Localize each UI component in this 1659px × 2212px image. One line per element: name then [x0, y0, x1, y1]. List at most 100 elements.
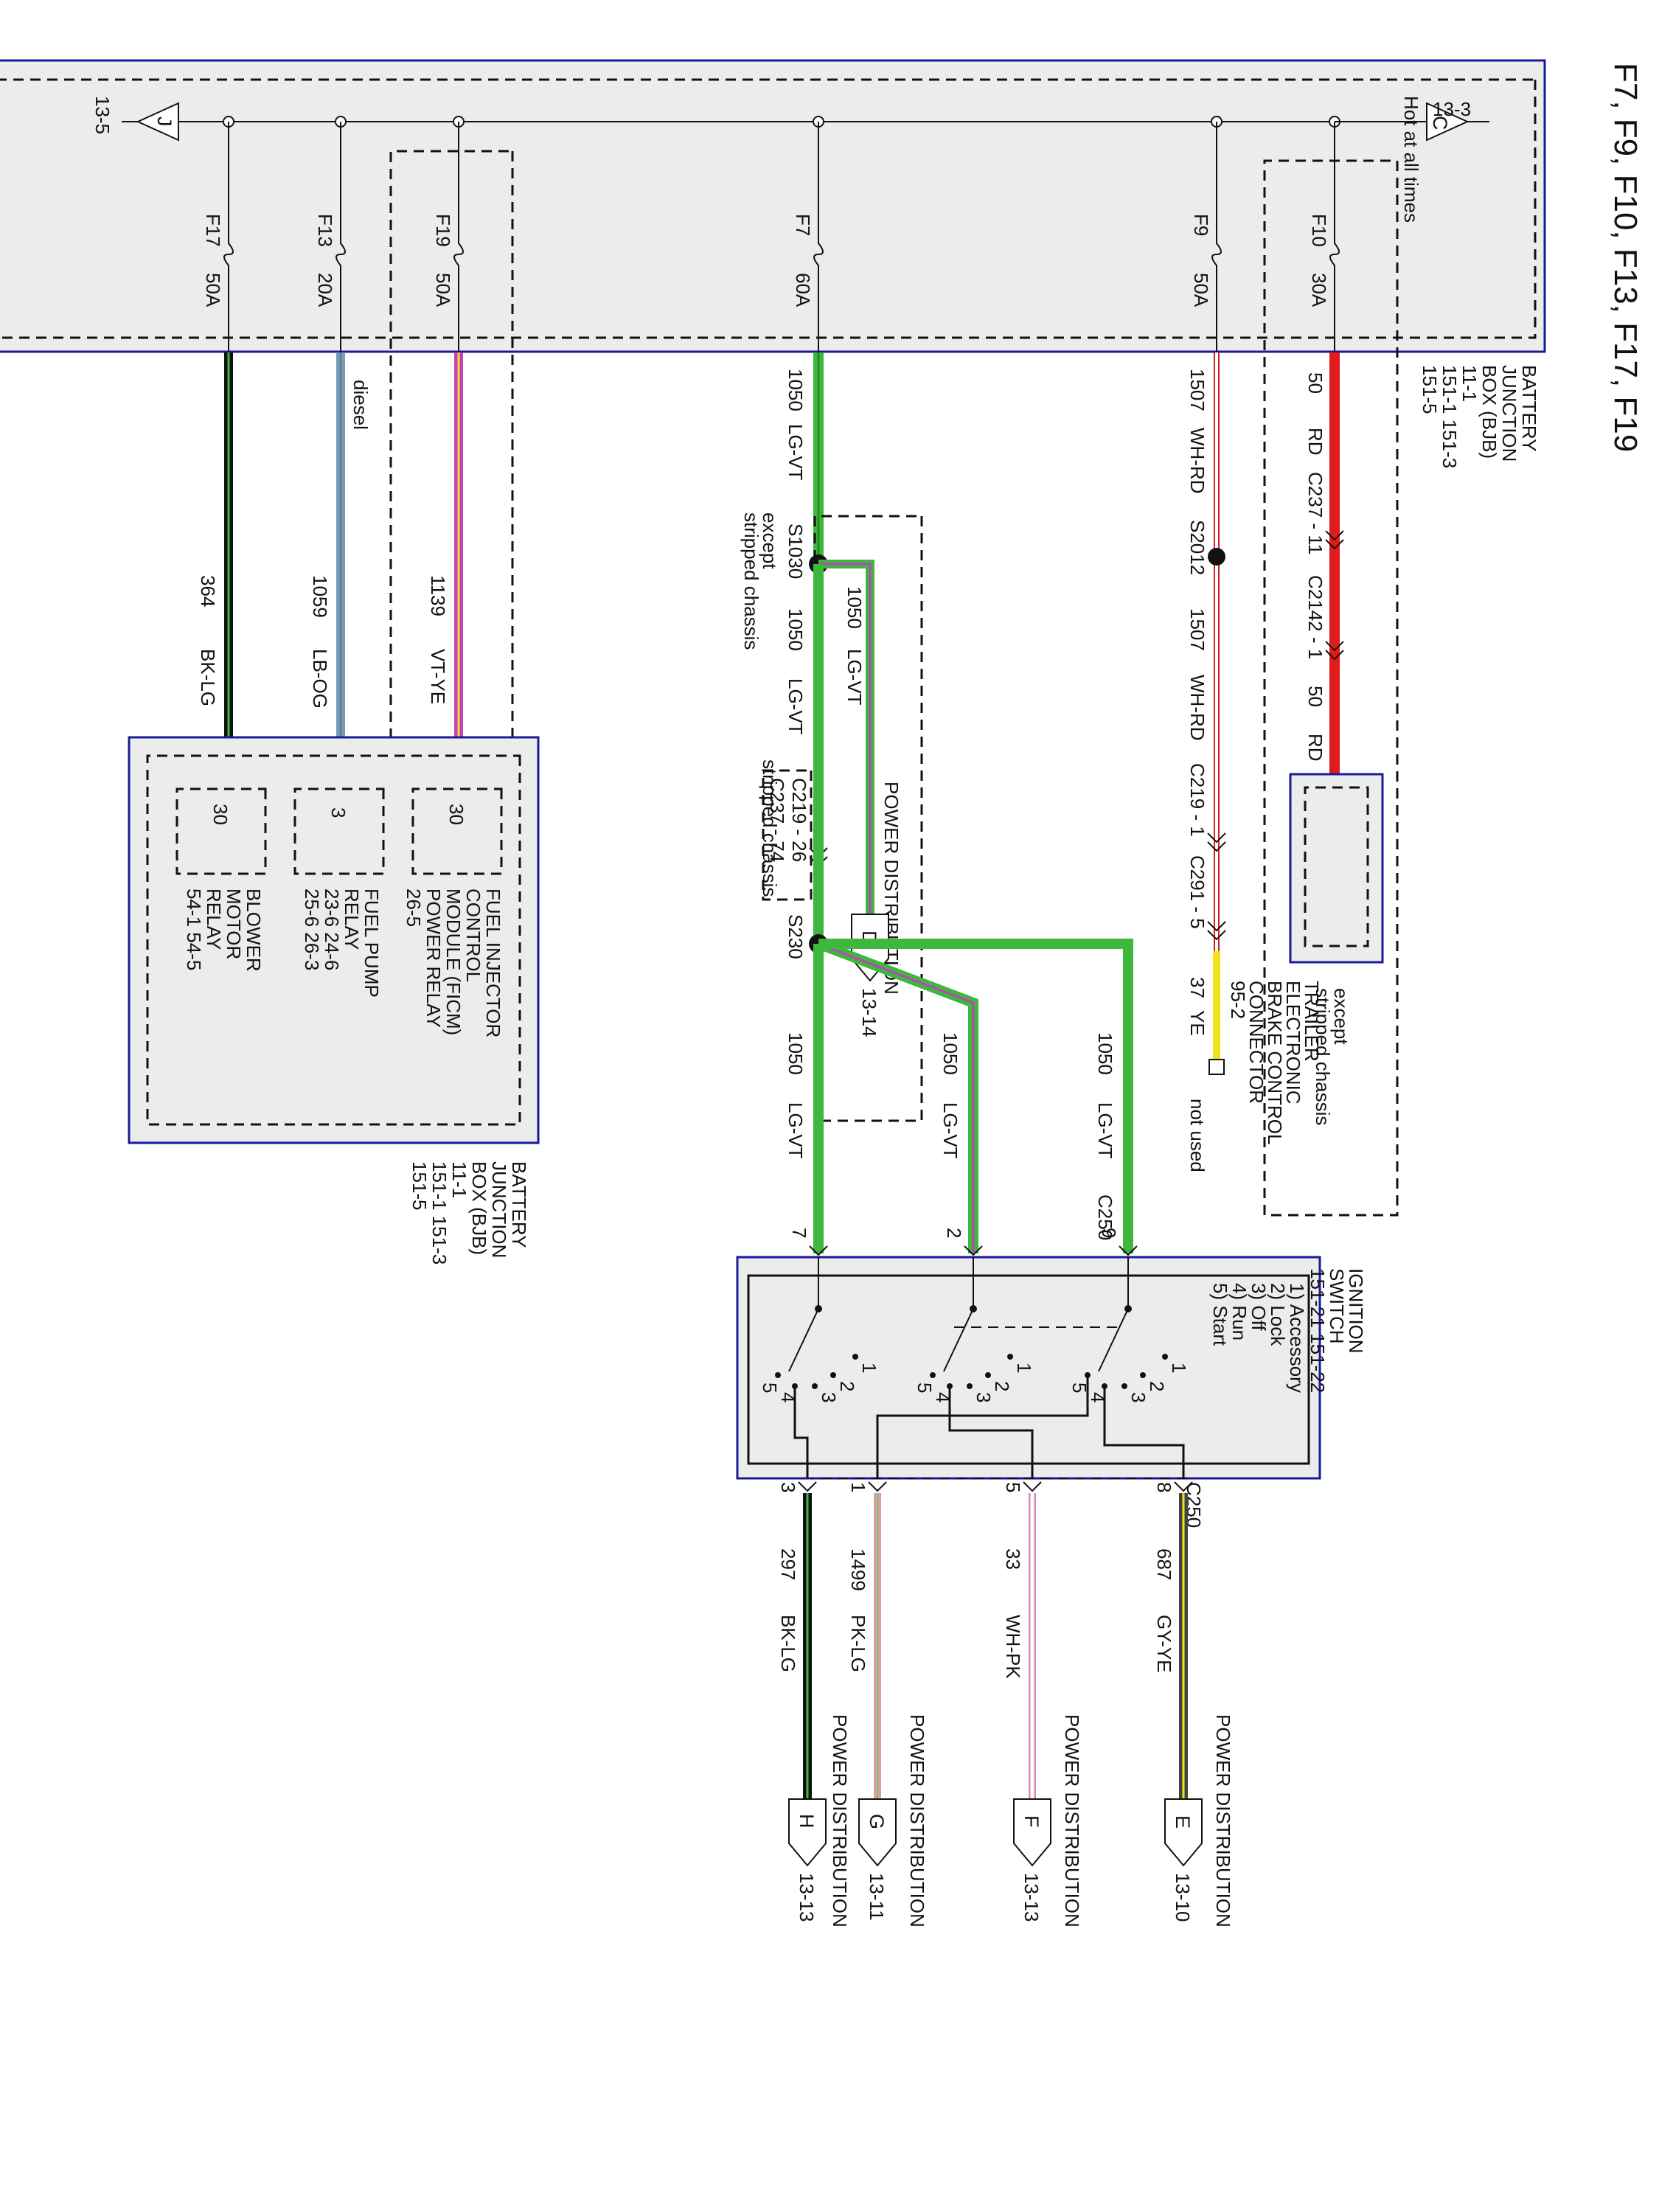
svg-text:BRAKE CONTROL: BRAKE CONTROL [1264, 981, 1286, 1145]
svg-text:13-13: 13-13 [1020, 1873, 1043, 1922]
wire-f7-branch-d-stripe [818, 563, 872, 914]
wire-f7-leg-2-stripe [818, 942, 975, 1253]
svg-text:23-6 24-6: 23-6 24-6 [321, 888, 343, 970]
f7-leg9-color: LG-VT [1094, 1102, 1116, 1159]
relay-blower-motor: 30 BLOWER MOTOR RELAY 54-1 54-5 [175, 787, 267, 972]
stripped-chassis-box [762, 769, 813, 901]
svg-text:13-11: 13-11 [866, 1873, 888, 1921]
svg-text:26-5: 26-5 [403, 888, 425, 927]
f9-conn2: C291 - 5 [1186, 855, 1208, 929]
switch-deck-7: 1 2 3 4 5 [759, 1257, 880, 1402]
f7-except-label: except stripped chassis [740, 512, 781, 650]
bjb-top-inner-dashed [0, 78, 1537, 339]
svg-text:BOX (BJB): BOX (BJB) [468, 1161, 490, 1255]
svg-text:4) Run: 4) Run [1228, 1283, 1251, 1340]
f7-color: LG-VT [785, 424, 807, 481]
svg-text:5: 5 [1002, 1482, 1024, 1492]
svg-text:H: H [796, 1814, 818, 1829]
svg-text:687: 687 [1153, 1548, 1175, 1580]
f7-circuit: 1050 [785, 369, 807, 411]
fuse-f10-amps: 30A [1308, 273, 1330, 307]
f9-color2: WH-RD [1186, 675, 1208, 741]
svg-text:FUEL PUMP: FUEL PUMP [361, 888, 383, 998]
svg-text:MODULE (FICM): MODULE (FICM) [442, 888, 465, 1035]
svg-text:1: 1 [847, 1482, 869, 1492]
f10-conn2: C2142 - 1 [1304, 575, 1326, 659]
svg-text:3: 3 [327, 807, 349, 818]
switch-deck-2: 1 2 3 4 5 [914, 1257, 1035, 1402]
svg-text:CONTROL: CONTROL [462, 888, 484, 982]
f10-conn1: C237 - 11 [1304, 472, 1326, 554]
f7-pin-9: 9 [1098, 1228, 1120, 1238]
f7-leg9-circuit: 1050 [1094, 1032, 1116, 1075]
f9-connector-chevron-2 [1207, 921, 1226, 941]
diagram-title: F7, F9, F10, F13, F17, F19 [1607, 63, 1644, 452]
svg-text:JUNCTION: JUNCTION [488, 1161, 510, 1258]
svg-text:1: 1 [1013, 1363, 1035, 1373]
ignition-positions: 1) Accessory 2) Lock 3) Off 4) Run 5) St… [1209, 1283, 1308, 1393]
c250-top-chevrons [809, 1245, 1138, 1256]
f7-leg2-circuit: 1050 [939, 1032, 961, 1075]
svg-text:1: 1 [1168, 1363, 1190, 1373]
arrow-j-letter: J [153, 116, 175, 127]
svg-text:2) Lock: 2) Lock [1267, 1283, 1289, 1346]
f7-leg2-color: LG-VT [939, 1102, 961, 1159]
bjb-top-box [0, 59, 1546, 353]
f7-main2-circuit: 1050 [785, 608, 807, 651]
svg-text:151-1 151-3: 151-1 151-3 [1439, 365, 1461, 468]
svg-text:FUEL INJECTOR: FUEL INJECTOR [482, 888, 504, 1037]
fuse-f17-amps: 50A [202, 273, 224, 307]
svg-text:BOX (BJB): BOX (BJB) [1478, 365, 1500, 459]
svg-text:POWER DISTRIBUTION: POWER DISTRIBUTION [1212, 1714, 1234, 1927]
f7-pin-2: 2 [943, 1228, 965, 1238]
svg-text:BATTERY: BATTERY [508, 1161, 530, 1248]
trailer-dashed-region [1263, 159, 1399, 1217]
ignition-internal-wiring [793, 1375, 1185, 1478]
c250-bottom-chevrons [798, 1481, 1193, 1492]
svg-text:5) Start: 5) Start [1209, 1283, 1231, 1346]
svg-text:297: 297 [777, 1548, 799, 1580]
f10-color2: RD [1304, 734, 1326, 762]
output-e: 8 687 GY-YE POWER DISTRIBUTION E 13-10 [1153, 1482, 1234, 1927]
svg-text:except: except [1330, 988, 1352, 1045]
svg-text:MOTOR: MOTOR [223, 888, 245, 959]
hot-at-all-times-label: Hot at all times [1400, 96, 1422, 223]
ref-13-5: 13-5 [91, 96, 114, 134]
svg-text:2: 2 [991, 1381, 1013, 1391]
svg-text:WH-PK: WH-PK [1002, 1615, 1024, 1679]
output-h: 3 297 BK-LG POWER DISTRIBUTION H 13-13 [777, 1482, 851, 1927]
svg-text:3: 3 [818, 1392, 840, 1402]
svg-text:11-1: 11-1 [1458, 365, 1481, 402]
svg-text:13-13: 13-13 [796, 1873, 818, 1922]
fuse-f17: F17 50A [202, 116, 234, 352]
f9-splice: S2012 [1186, 520, 1208, 575]
trailer-except-label: except stripped chassis [1312, 988, 1352, 1125]
svg-text:5: 5 [914, 1382, 936, 1393]
svg-text:F: F [1020, 1815, 1043, 1828]
f9-circuit2: 1507 [1186, 608, 1208, 651]
f7-conn-b: C237 - 74 [766, 778, 788, 862]
svg-text:POWER RELAY: POWER RELAY [422, 888, 445, 1028]
ref-13-3: 13-3 [1433, 98, 1471, 120]
svg-text:30: 30 [445, 804, 467, 825]
svg-text:ELECTRONIC: ELECTRONIC [1282, 981, 1304, 1105]
svg-text:stripped chassis: stripped chassis [740, 512, 762, 650]
ignition-switch-inner [747, 1274, 1310, 1465]
f17-circuit: 364 [197, 575, 219, 607]
svg-text:BK-LG: BK-LG [777, 1615, 799, 1672]
bjb-bottom-label: BATTERY JUNCTION BOX (BJB) 11-1 151-1 15… [408, 1161, 530, 1265]
f9-conn1: C219 - 1 [1186, 763, 1208, 837]
relay-fuel-pump: 3 FUEL PUMP RELAY 23-6 24-6 25-6 26-3 [293, 787, 385, 998]
svg-text:BATTERY: BATTERY [1518, 365, 1540, 452]
f17-color: BK-LG [197, 649, 219, 706]
f7-leg7-color: LG-VT [785, 1102, 807, 1159]
f9-connector-chevron-1 [1207, 832, 1226, 852]
arrow-c [1426, 102, 1470, 142]
fuse-f19-amps: 50A [432, 273, 454, 307]
svg-text:BLOWER: BLOWER [243, 888, 265, 972]
svg-text:2: 2 [836, 1381, 858, 1391]
f13-color: LB-OG [309, 649, 331, 709]
svg-text:GY-YE: GY-YE [1153, 1615, 1175, 1673]
f10-circuit2: 50 [1304, 686, 1326, 707]
